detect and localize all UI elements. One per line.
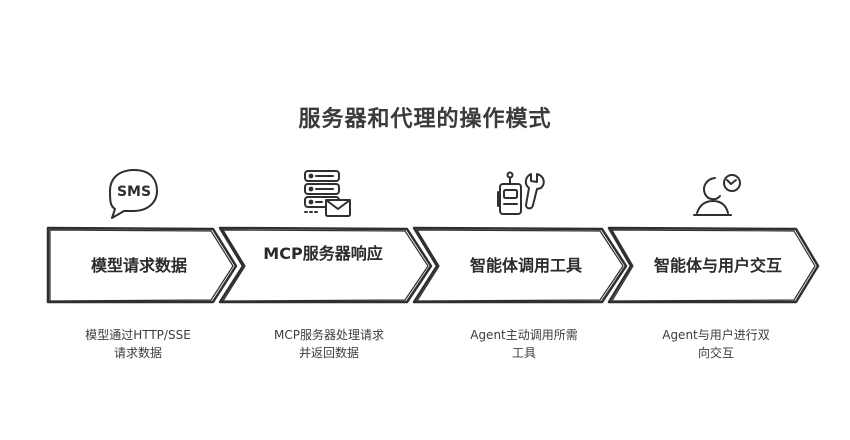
step-1-label: 模型请求数据 — [90, 256, 187, 275]
sms-chat-bubble-icon: SMS — [109, 169, 158, 219]
step-4-description: Agent与用户进行双 向交互 — [633, 326, 799, 362]
step-4-description-line-2: 向交互 — [697, 346, 734, 360]
user-refresh-icon — [693, 174, 741, 216]
robot-with-wrench-icon — [497, 171, 545, 215]
step-1-chevron-sketch — [49, 229, 234, 302]
step-3-description-line-2: 工具 — [511, 346, 536, 360]
diagram-title: 服务器和代理的操作模式 — [298, 107, 552, 132]
sms-icon-text: SMS — [117, 184, 151, 200]
step-1-description: 模型通过HTTP/SSE 请求数据 — [58, 326, 218, 362]
step-1-description-line-1: 模型通过HTTP/SSE — [85, 328, 191, 342]
step-2-description-line-1: MCP服务器处理请求 — [274, 328, 384, 342]
step-2-chevron-sketch — [222, 229, 429, 302]
step-3-description: Agent主动调用所需 工具 — [441, 326, 607, 362]
step-2-description-line-2: 并返回数据 — [298, 346, 359, 360]
step-2-description: MCP服务器处理请求 并返回数据 — [246, 326, 412, 362]
step-2-label: MCP服务器响应 — [263, 244, 383, 263]
step-1-chevron — [46, 226, 238, 304]
step-4-label: 智能体与用户交互 — [653, 256, 782, 275]
step-3-label: 智能体调用工具 — [469, 256, 582, 275]
step-3-chevron-sketch — [416, 229, 624, 302]
step-4-chevron-sketch — [611, 229, 816, 302]
step-4-chevron — [607, 226, 820, 304]
step-3-description-line-1: Agent主动调用所需 — [470, 328, 578, 342]
step-3-chevron — [412, 226, 628, 304]
server-with-mail-icon — [304, 170, 351, 217]
step-2-chevron — [218, 226, 433, 304]
step-1-description-line-2: 请求数据 — [113, 346, 162, 360]
step-4-description-line-1: Agent与用户进行双 — [662, 328, 770, 342]
